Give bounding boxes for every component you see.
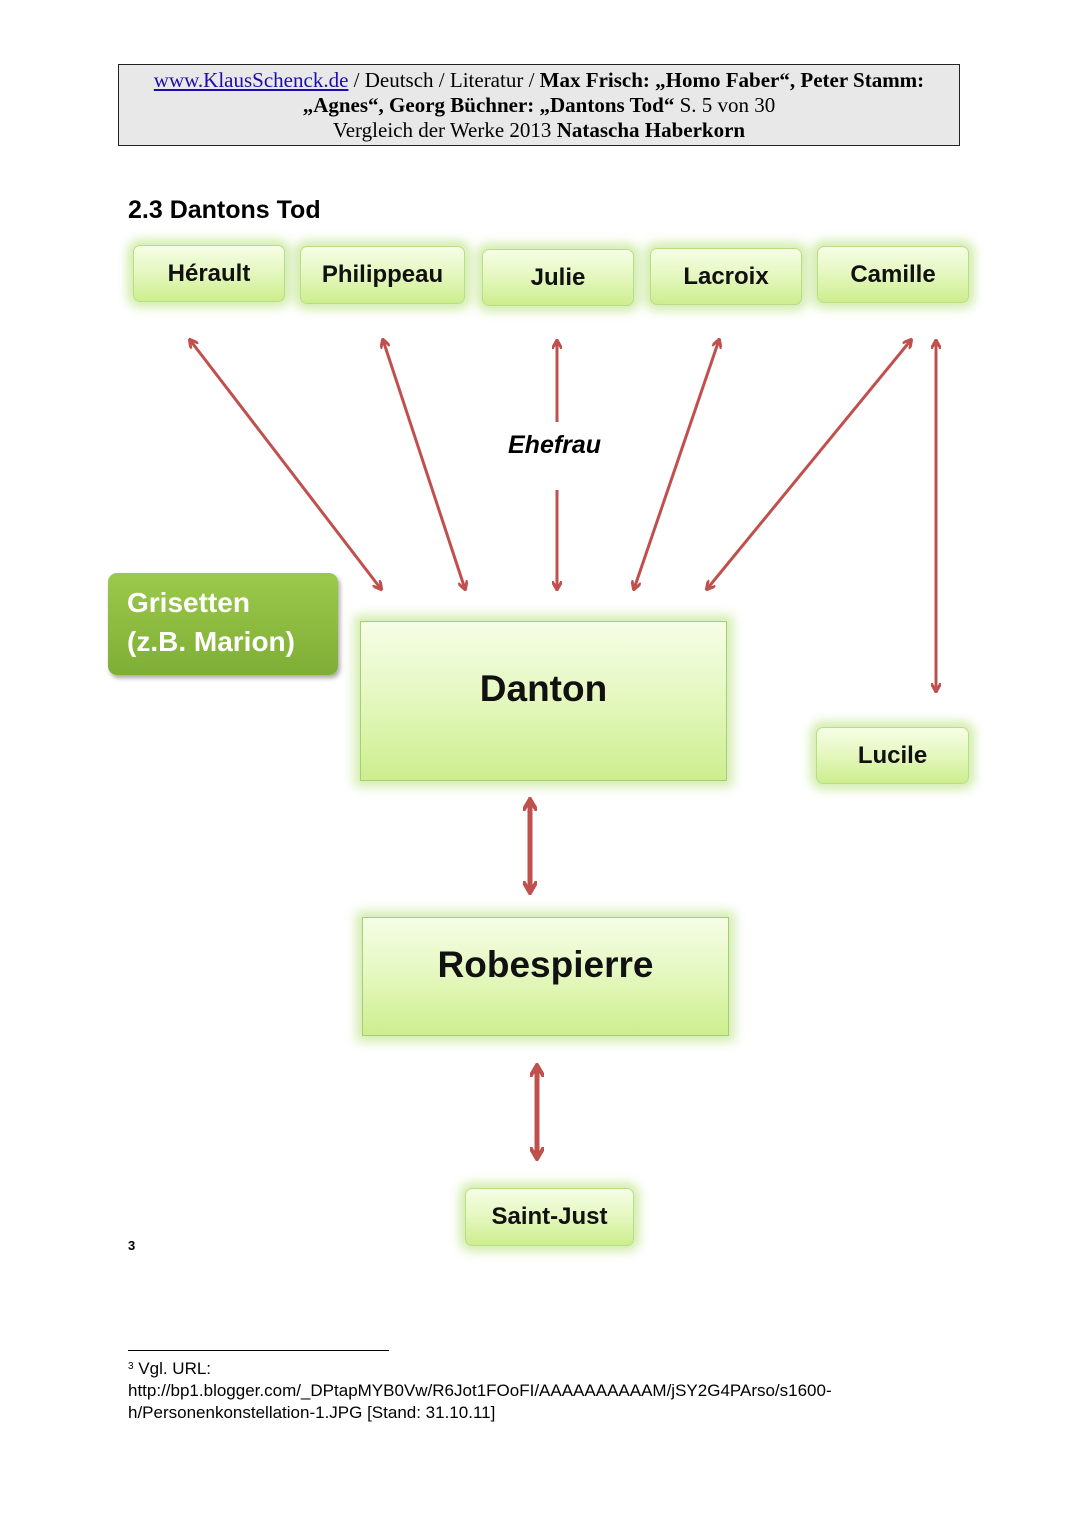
node-grisetten: Grisetten (z.B. Marion): [108, 573, 338, 675]
header-line-3: Vergleich der Werke 2013 Natascha Haberk…: [119, 118, 959, 143]
edge-label-ehefrau: Ehefrau: [508, 431, 602, 459]
node-robespierre: Robespierre: [362, 917, 729, 1036]
node-camille: Camille: [817, 246, 969, 303]
footnote-url-cont: h/Personenkonstellation-1.JPG [Stand: 31…: [128, 1403, 496, 1422]
header-page-number: S. 5 von 30: [674, 93, 776, 117]
node-philippeau: Philippeau: [300, 246, 465, 304]
footnote-line-1: 3 Vgl. URL:: [128, 1358, 928, 1380]
arrow-lacroix-danton: [634, 340, 719, 589]
footnote: 3 Vgl. URL: http://bp1.blogger.com/_DPta…: [128, 1358, 928, 1424]
node-julie: Julie: [482, 249, 634, 306]
footnote-intro: Vgl. URL:: [133, 1359, 212, 1378]
header-line-2: „Agnes“, Georg Büchner: „Dantons Tod“ S.…: [119, 93, 959, 118]
section-title: 2.3 Dantons Tod: [128, 196, 321, 224]
header-subtitle: Vergleich der Werke 2013: [332, 118, 557, 142]
header-works-title: Max Frisch: „Homo Faber“, Peter Stamm:: [539, 68, 925, 92]
node-lucile: Lucile: [816, 727, 969, 784]
node-herault: Hérault: [133, 245, 285, 302]
header-line-1: www.KlausSchenck.de / Deutsch / Literatu…: [119, 68, 959, 93]
header-author: Natascha Haberkorn: [556, 118, 746, 142]
footnote-number: 3: [128, 1361, 134, 1372]
footnote-marker: 3: [128, 1238, 136, 1253]
arrow-herault-danton: [190, 340, 381, 589]
node-danton: Danton: [360, 621, 727, 781]
grisetten-example: (z.B. Marion): [127, 626, 295, 657]
grisetten-label: Grisetten: [127, 587, 250, 618]
header-path: / Deutsch / Literatur /: [348, 68, 540, 92]
footnote-divider: [128, 1350, 389, 1351]
arrow-camille-danton: [707, 340, 911, 589]
arrow-philippeau-danton: [383, 340, 465, 589]
site-link[interactable]: www.KlausSchenck.de: [153, 68, 349, 92]
node-lacroix: Lacroix: [650, 248, 802, 305]
footnote-url[interactable]: http://bp1.blogger.com/_DPtapMYB0Vw/R6Jo…: [128, 1381, 832, 1400]
node-saint-just: Saint-Just: [465, 1188, 634, 1246]
header-works-title-2: „Agnes“, Georg Büchner: „Dantons Tod“: [302, 93, 675, 117]
document-header: www.KlausSchenck.de / Deutsch / Literatu…: [118, 64, 960, 146]
